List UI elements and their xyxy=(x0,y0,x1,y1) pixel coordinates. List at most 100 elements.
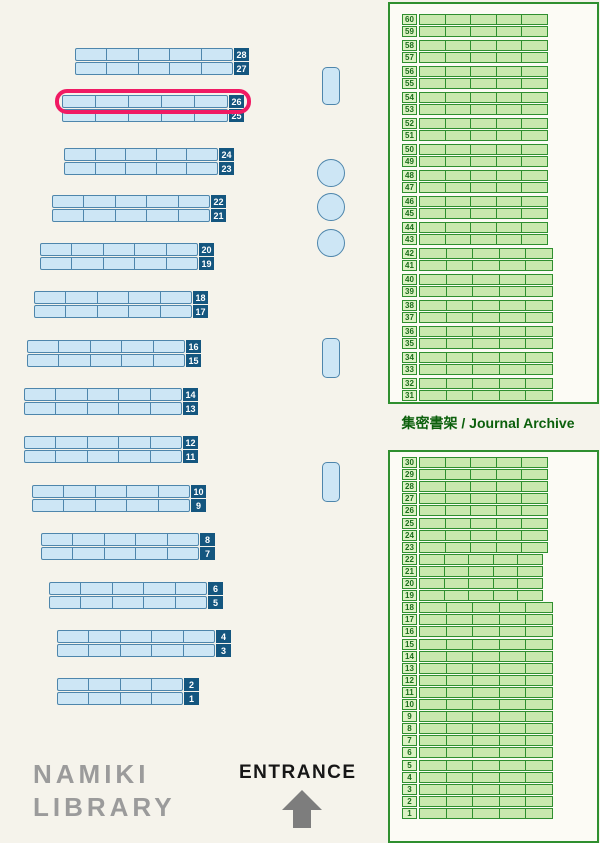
bookshelf-2[interactable]: 2 xyxy=(57,678,199,691)
archive-shelf-60[interactable]: 60 xyxy=(402,14,548,25)
archive-shelf-58[interactable]: 58 xyxy=(402,40,548,51)
archive-section xyxy=(473,784,500,794)
bookshelf-27[interactable]: 27 xyxy=(75,62,249,75)
archive-shelf-31[interactable]: 31 xyxy=(402,390,553,401)
bookshelf-8[interactable]: 8 xyxy=(41,533,215,546)
archive-shelf-10[interactable]: 10 xyxy=(402,699,553,710)
bookshelf-28[interactable]: 28 xyxy=(75,48,249,61)
archive-shelf-26[interactable]: 26 xyxy=(402,505,548,517)
archive-shelf-59[interactable]: 59 xyxy=(402,26,548,37)
archive-shelf-29[interactable]: 29 xyxy=(402,469,548,481)
archive-shelf-1[interactable]: 1 xyxy=(402,807,553,819)
archive-shelf-36[interactable]: 36 xyxy=(402,326,553,337)
archive-shelf-14[interactable]: 14 xyxy=(402,650,553,662)
archive-shelf-4[interactable]: 4 xyxy=(402,771,553,783)
archive-shelf-39[interactable]: 39 xyxy=(402,286,553,297)
archive-shelf-17[interactable]: 17 xyxy=(402,614,553,626)
archive-shelf-9[interactable]: 9 xyxy=(402,711,553,723)
archive-shelf-38[interactable]: 38 xyxy=(402,300,553,311)
archive-shelf-13[interactable]: 13 xyxy=(402,662,553,674)
archive-shelf-6[interactable]: 6 xyxy=(402,747,553,759)
archive-shelf-2[interactable]: 2 xyxy=(402,795,553,807)
bookshelf-14[interactable]: 14 xyxy=(24,388,198,401)
bookshelf-11[interactable]: 11 xyxy=(24,450,198,463)
archive-shelf-52[interactable]: 52 xyxy=(402,118,548,129)
shelf-section xyxy=(161,306,191,317)
shelf-section xyxy=(98,292,130,303)
bookshelf-4[interactable]: 4 xyxy=(57,630,231,643)
archive-shelf-43[interactable]: 43 xyxy=(402,234,548,245)
archive-section xyxy=(420,145,446,154)
archive-shelf-46[interactable]: 46 xyxy=(402,196,548,207)
archive-shelf-32[interactable]: 32 xyxy=(402,378,553,389)
archive-shelf-45[interactable]: 45 xyxy=(402,208,548,219)
archive-shelf-27[interactable]: 27 xyxy=(402,493,548,505)
bookshelf-3[interactable]: 3 xyxy=(57,644,231,657)
archive-shelf-54[interactable]: 54 xyxy=(402,92,548,103)
archive-shelf-5[interactable]: 5 xyxy=(402,759,553,771)
archive-section xyxy=(494,579,519,588)
archive-shelf-15[interactable]: 15 xyxy=(402,638,553,650)
bookshelf-7[interactable]: 7 xyxy=(41,547,215,560)
archive-shelf-20[interactable]: 20 xyxy=(402,578,543,589)
archive-section xyxy=(473,712,500,722)
shelf-section xyxy=(64,486,96,497)
archive-shelf-7[interactable]: 7 xyxy=(402,735,553,747)
archive-shelf-44[interactable]: 44 xyxy=(402,222,548,233)
bookshelf-18[interactable]: 18 xyxy=(34,291,208,304)
archive-number-badge: 17 xyxy=(402,614,417,626)
archive-shelf-23[interactable]: 23 xyxy=(402,541,548,553)
archive-shelf-47[interactable]: 47 xyxy=(402,182,548,193)
bookshelf-13[interactable]: 13 xyxy=(24,402,198,415)
shelf-section xyxy=(104,258,136,269)
archive-shelf-18[interactable]: 18 xyxy=(402,602,553,614)
archive-shelf-56[interactable]: 56 xyxy=(402,66,548,77)
entrance-arrow-icon xyxy=(282,790,322,828)
archive-shelf-48[interactable]: 48 xyxy=(402,170,548,181)
archive-shelf-42[interactable]: 42 xyxy=(402,248,553,259)
archive-shelf-51[interactable]: 51 xyxy=(402,130,548,141)
archive-shelf-19[interactable]: 19 xyxy=(402,590,543,602)
archive-shelf-24[interactable]: 24 xyxy=(402,529,548,541)
archive-shelf-55[interactable]: 55 xyxy=(402,78,548,89)
bookshelf-1[interactable]: 1 xyxy=(57,692,199,705)
archive-shelf-8[interactable]: 8 xyxy=(402,723,553,735)
bookshelf-19[interactable]: 19 xyxy=(40,257,214,270)
archive-shelf-40[interactable]: 40 xyxy=(402,274,553,285)
archive-shelf-28[interactable]: 28 xyxy=(402,481,548,493)
bookshelf-9[interactable]: 9 xyxy=(32,499,206,512)
archive-shelf-35[interactable]: 35 xyxy=(402,338,553,349)
bookshelf-21[interactable]: 21 xyxy=(52,209,226,222)
archive-shelf-37[interactable]: 37 xyxy=(402,312,553,323)
archive-shelf-34[interactable]: 34 xyxy=(402,352,553,363)
archive-number-badge: 55 xyxy=(402,78,417,89)
archive-shelf-33[interactable]: 33 xyxy=(402,364,553,375)
archive-shelf-21[interactable]: 21 xyxy=(402,565,543,577)
bookshelf-10[interactable]: 10 xyxy=(32,485,206,498)
archive-shelf-12[interactable]: 12 xyxy=(402,674,553,686)
archive-shelf-11[interactable]: 11 xyxy=(402,686,553,698)
bookshelf-23[interactable]: 23 xyxy=(64,162,234,175)
bookshelf-24[interactable]: 24 xyxy=(64,148,234,161)
bookshelf-22[interactable]: 22 xyxy=(52,195,226,208)
shelf-number-badge: 18 xyxy=(193,291,208,304)
bookshelf-16[interactable]: 16 xyxy=(27,340,201,353)
archive-shelf-41[interactable]: 41 xyxy=(402,260,553,271)
archive-shelf-57[interactable]: 57 xyxy=(402,52,548,63)
bookshelf-6[interactable]: 6 xyxy=(49,582,223,595)
archive-shelf-30[interactable]: 30 xyxy=(402,457,548,468)
archive-shelf-25[interactable]: 25 xyxy=(402,517,548,529)
archive-shelf-3[interactable]: 3 xyxy=(402,783,553,795)
archive-number-badge: 1 xyxy=(402,807,417,819)
bookshelf-20[interactable]: 20 xyxy=(40,243,214,256)
bookshelf-5[interactable]: 5 xyxy=(49,596,223,609)
bookshelf-12[interactable]: 12 xyxy=(24,436,198,449)
archive-shelf-22[interactable]: 22 xyxy=(402,553,543,565)
bookshelf-17[interactable]: 17 xyxy=(34,305,208,318)
archive-shelf-53[interactable]: 53 xyxy=(402,104,548,115)
archive-shelf-49[interactable]: 49 xyxy=(402,156,548,167)
archive-shelf-50[interactable]: 50 xyxy=(402,144,548,155)
shelf-section xyxy=(167,244,197,255)
bookshelf-15[interactable]: 15 xyxy=(27,354,201,367)
archive-shelf-16[interactable]: 16 xyxy=(402,626,553,638)
